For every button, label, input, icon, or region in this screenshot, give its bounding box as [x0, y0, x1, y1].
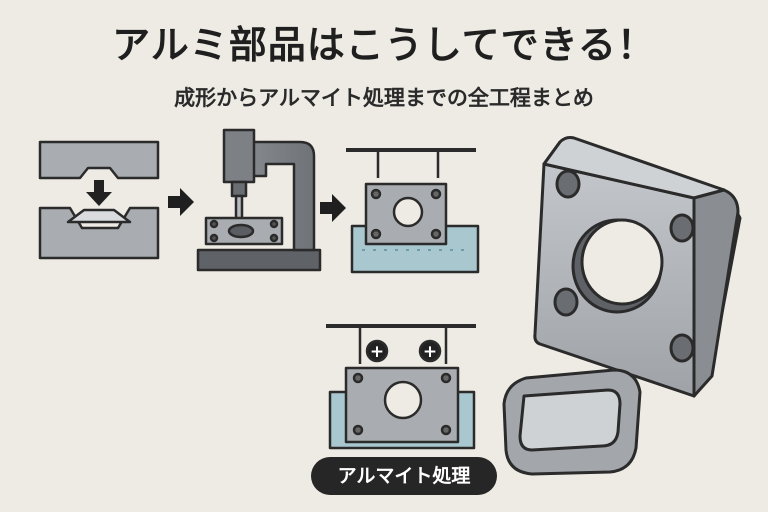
anodize-label: アルマイト処理: [311, 457, 497, 495]
drill-press-base: [196, 248, 322, 272]
drilling-step: [196, 128, 322, 272]
immersion-step: [346, 148, 480, 274]
press-forming-step: [38, 140, 160, 260]
page-title: アルミ部品はこうしてできる！: [112, 23, 656, 67]
upper-die: [38, 140, 160, 180]
anodizing-step: + +: [326, 324, 476, 450]
drill-head: [222, 128, 256, 184]
blank-sheet: [66, 208, 132, 224]
plus-icon: +: [365, 339, 389, 363]
page-subtitle: 成形からアルマイト処理までの全工程まとめ: [174, 86, 594, 110]
svg-text:+: +: [423, 342, 437, 362]
finished-flange-plate: [533, 136, 742, 398]
formed-tray-part: [502, 368, 642, 476]
arrow-right-icon: [320, 194, 346, 222]
plus-icon: +: [418, 339, 442, 363]
arrow-right-icon: [168, 188, 194, 216]
svg-text:+: +: [370, 342, 384, 362]
arrow-down-icon: [86, 180, 112, 206]
drill-chuck: [230, 180, 248, 198]
